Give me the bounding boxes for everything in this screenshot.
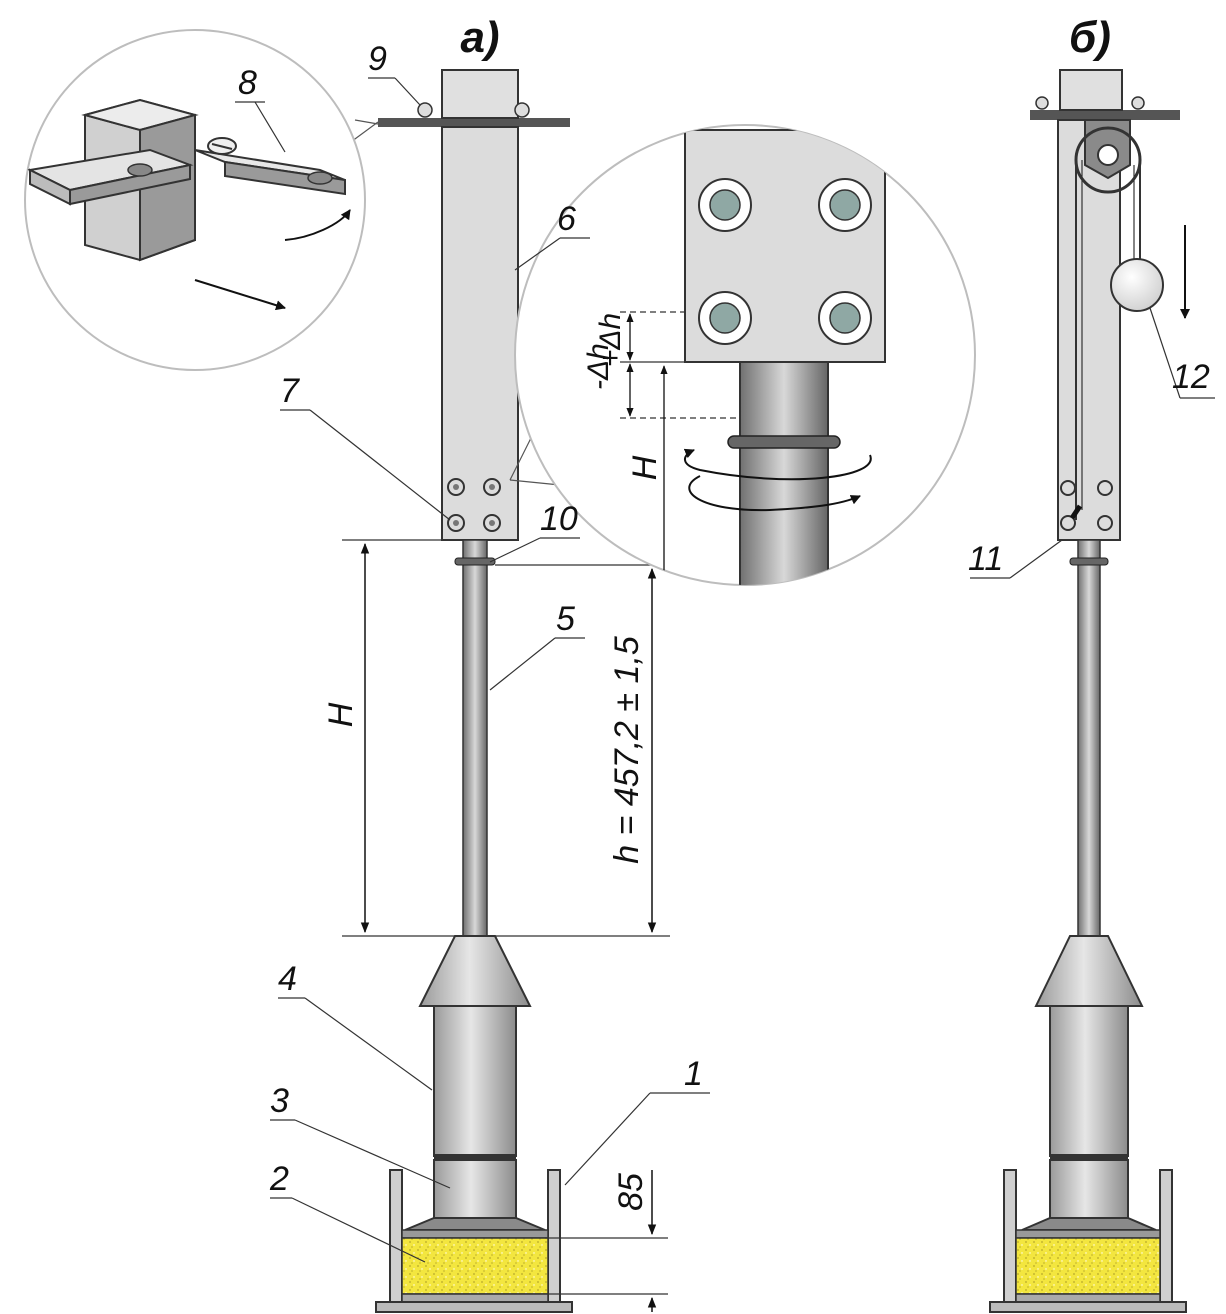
svg-text:10: 10 xyxy=(540,500,578,538)
screw-left xyxy=(417,102,433,118)
callout-9: 9 xyxy=(368,40,421,106)
sand-sample xyxy=(401,1237,549,1295)
svg-text:3: 3 xyxy=(270,1082,289,1120)
screw-right xyxy=(514,102,530,118)
detail-rod xyxy=(739,361,829,585)
callout-5: 5 xyxy=(489,600,585,691)
svg-text:2: 2 xyxy=(269,1160,289,1198)
h-detail-label: H xyxy=(626,455,664,480)
guide-tube xyxy=(441,126,519,541)
minus-dh-label: -Δh xyxy=(582,343,615,390)
svg-text:4: 4 xyxy=(278,960,297,998)
detail-ring xyxy=(727,435,841,449)
svg-text:7: 7 xyxy=(280,372,300,410)
callout-10: 10 xyxy=(489,500,580,563)
guide-top-block xyxy=(441,69,519,119)
callout-12: 12 xyxy=(1149,307,1215,399)
rammer-flange xyxy=(404,1217,546,1231)
mold xyxy=(375,1169,573,1313)
callout-8: 8 xyxy=(235,64,286,153)
rotation-arrow-lower xyxy=(688,475,861,512)
h-formula-label: h = 457,2 ± 1,5 xyxy=(608,636,646,864)
b-guide-tube xyxy=(1057,119,1121,541)
svg-text:6: 6 xyxy=(557,200,576,238)
inset-straight-arrow xyxy=(194,279,286,311)
svg-text:1: 1 xyxy=(684,1055,703,1093)
top-plate xyxy=(378,118,570,127)
rammer-band xyxy=(434,1154,516,1160)
rotation-arrow-upper xyxy=(683,448,872,481)
callout-3: 3 xyxy=(270,1082,451,1189)
rammer-cone xyxy=(418,935,532,1007)
latch-inset xyxy=(24,29,379,371)
svg-text:5: 5 xyxy=(556,600,575,638)
weight-ball xyxy=(1110,258,1164,312)
b-bolts xyxy=(1060,480,1113,531)
rammer-foot xyxy=(433,1159,517,1219)
plus-dh-label: +Δh xyxy=(594,313,627,367)
rod-ring xyxy=(454,557,496,566)
panel-a: H h = 457,2 ± 1,5 85 xyxy=(322,69,670,1313)
callout-2: 2 xyxy=(269,1160,426,1263)
h-left-label: H xyxy=(322,702,360,727)
detail-zoom: +Δh -Δh H xyxy=(509,124,976,586)
callout-7: 7 xyxy=(280,372,451,521)
callout-1: 1 xyxy=(564,1055,710,1186)
panel-b xyxy=(989,69,1190,1313)
depth-label: 85 xyxy=(612,1173,650,1211)
callout-11: 11 xyxy=(968,539,1063,579)
callout-4: 4 xyxy=(278,960,433,1091)
rod xyxy=(462,539,488,937)
svg-text:12: 12 xyxy=(1172,358,1210,396)
svg-text:9: 9 xyxy=(368,40,387,78)
rammer-body xyxy=(433,1005,517,1157)
callout-6: 6 xyxy=(514,200,590,271)
bolt-group xyxy=(447,478,501,532)
svg-text:8: 8 xyxy=(238,64,257,102)
detail-bolts xyxy=(698,178,872,345)
panel-b-title: б) xyxy=(1069,13,1111,62)
panel-a-title: а) xyxy=(460,13,499,62)
inset-curved-arrow xyxy=(284,209,351,241)
svg-text:11: 11 xyxy=(968,540,1003,578)
